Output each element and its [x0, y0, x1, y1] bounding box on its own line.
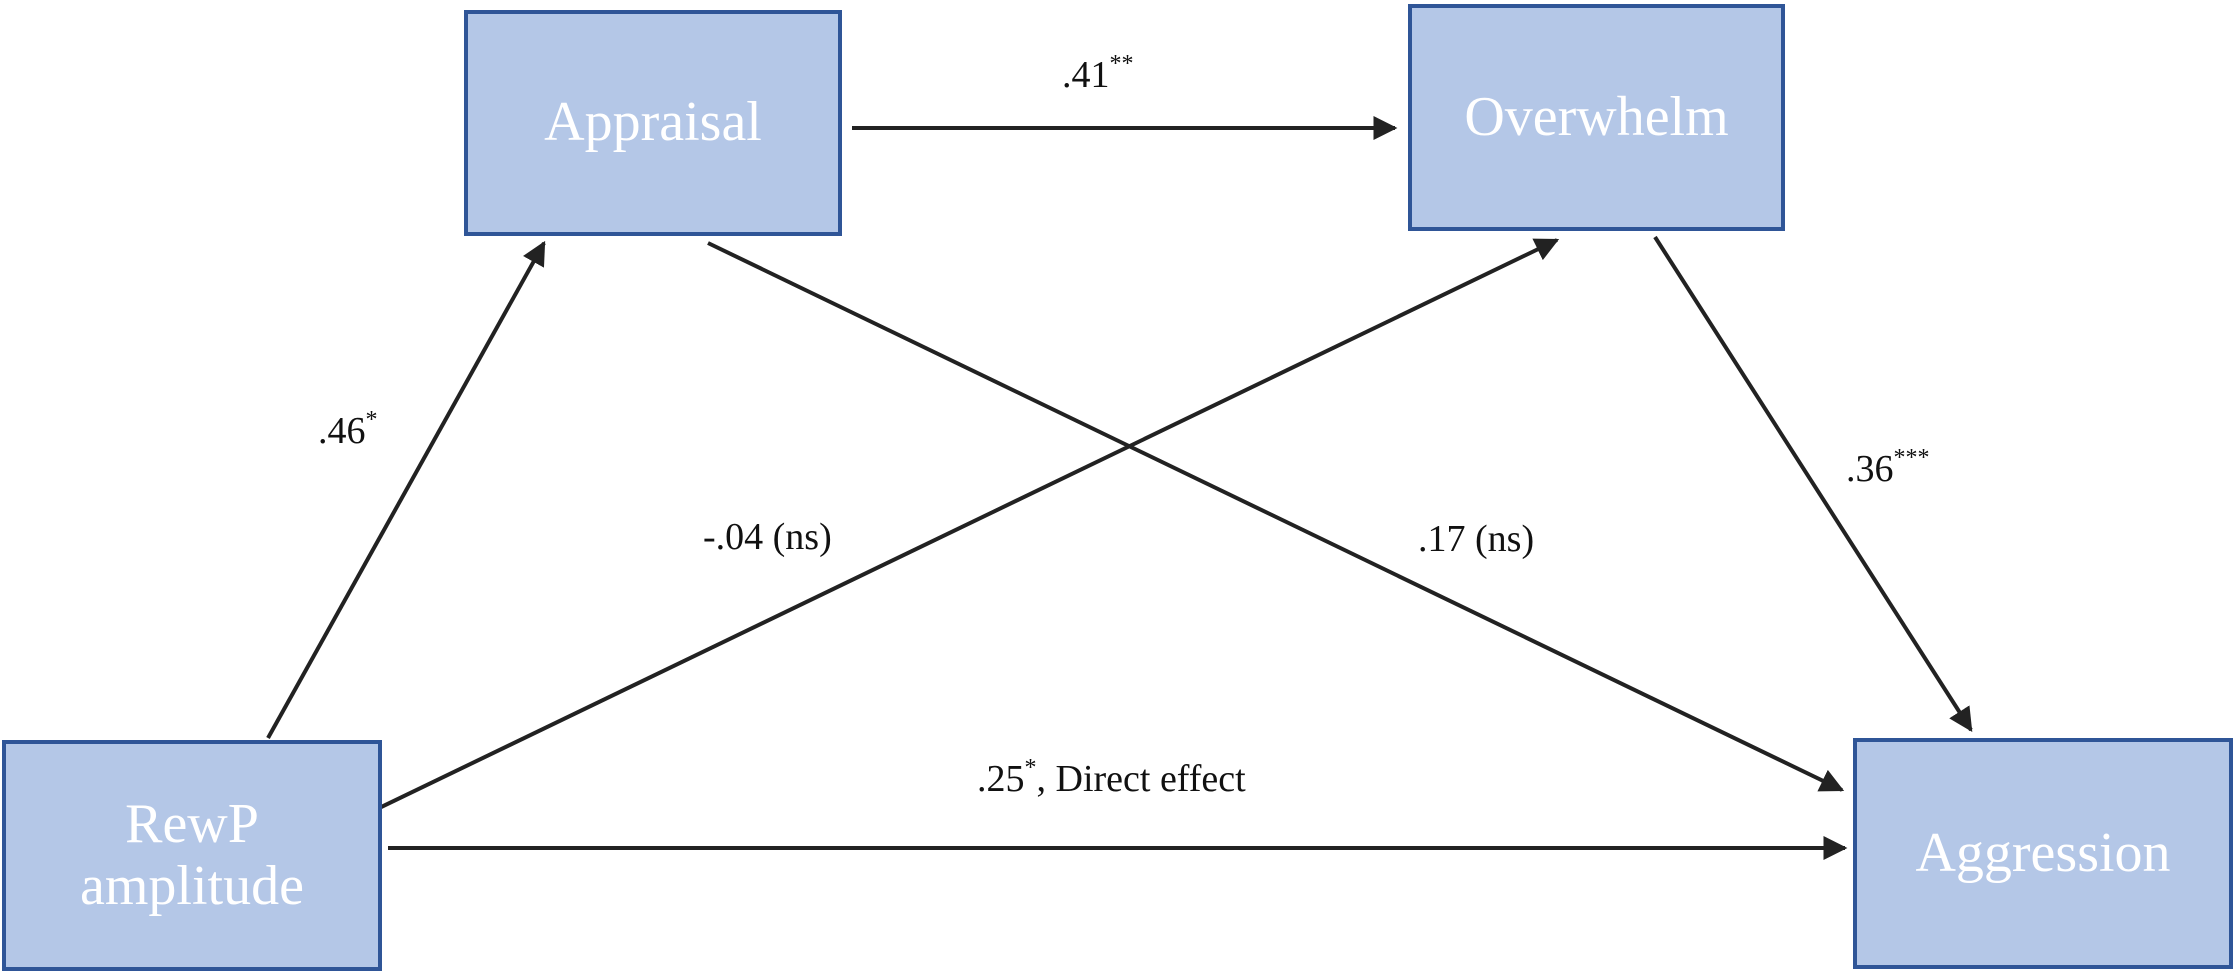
- direct-effect-text: , Direct effect: [1036, 758, 1246, 800]
- node-appraisal-label: Appraisal: [544, 91, 762, 154]
- edge-label-rewp-overwhelm: -.04 (ns): [703, 518, 832, 556]
- coef-value: .36: [1846, 448, 1894, 490]
- arrow-rewp-to-overwhelm: [374, 238, 1560, 812]
- node-appraisal: Appraisal: [464, 10, 842, 236]
- node-overwhelm: Overwhelm: [1408, 4, 1785, 231]
- edge-label-appraisal-aggression: .17 (ns): [1418, 520, 1534, 558]
- coef-significance: ***: [1893, 445, 1930, 471]
- node-aggression: Aggression: [1853, 738, 2233, 969]
- arrow-appraisal-to-aggression: [707, 241, 1845, 792]
- coef-significance: **: [1109, 51, 1134, 77]
- coef-value: .41: [1062, 54, 1110, 96]
- arrow-overwhelm-to-aggression: [1653, 235, 1973, 733]
- node-rewp-label: RewP amplitude: [80, 792, 304, 917]
- edge-label-rewp-appraisal: .46*: [318, 408, 378, 452]
- coef-value: .46: [318, 410, 366, 452]
- edge-label-rewp-aggression: .25*, Direct effect: [977, 756, 1246, 800]
- coef-significance: *: [1024, 755, 1037, 781]
- arrow-rewp-to-appraisal: [266, 240, 546, 739]
- edge-label-overwhelm-aggression: .36***: [1846, 446, 1930, 490]
- node-aggression-label: Aggression: [1915, 821, 2171, 884]
- coef-significance: *: [365, 407, 378, 433]
- coef-value: -.04 (ns): [703, 516, 832, 558]
- node-overwhelm-label: Overwhelm: [1464, 85, 1729, 148]
- node-rewp-amplitude: RewP amplitude: [2, 740, 382, 971]
- coef-value: .17 (ns): [1418, 518, 1535, 560]
- coef-value: .25: [977, 758, 1025, 800]
- edge-label-appraisal-overwhelm: .41**: [1062, 52, 1134, 96]
